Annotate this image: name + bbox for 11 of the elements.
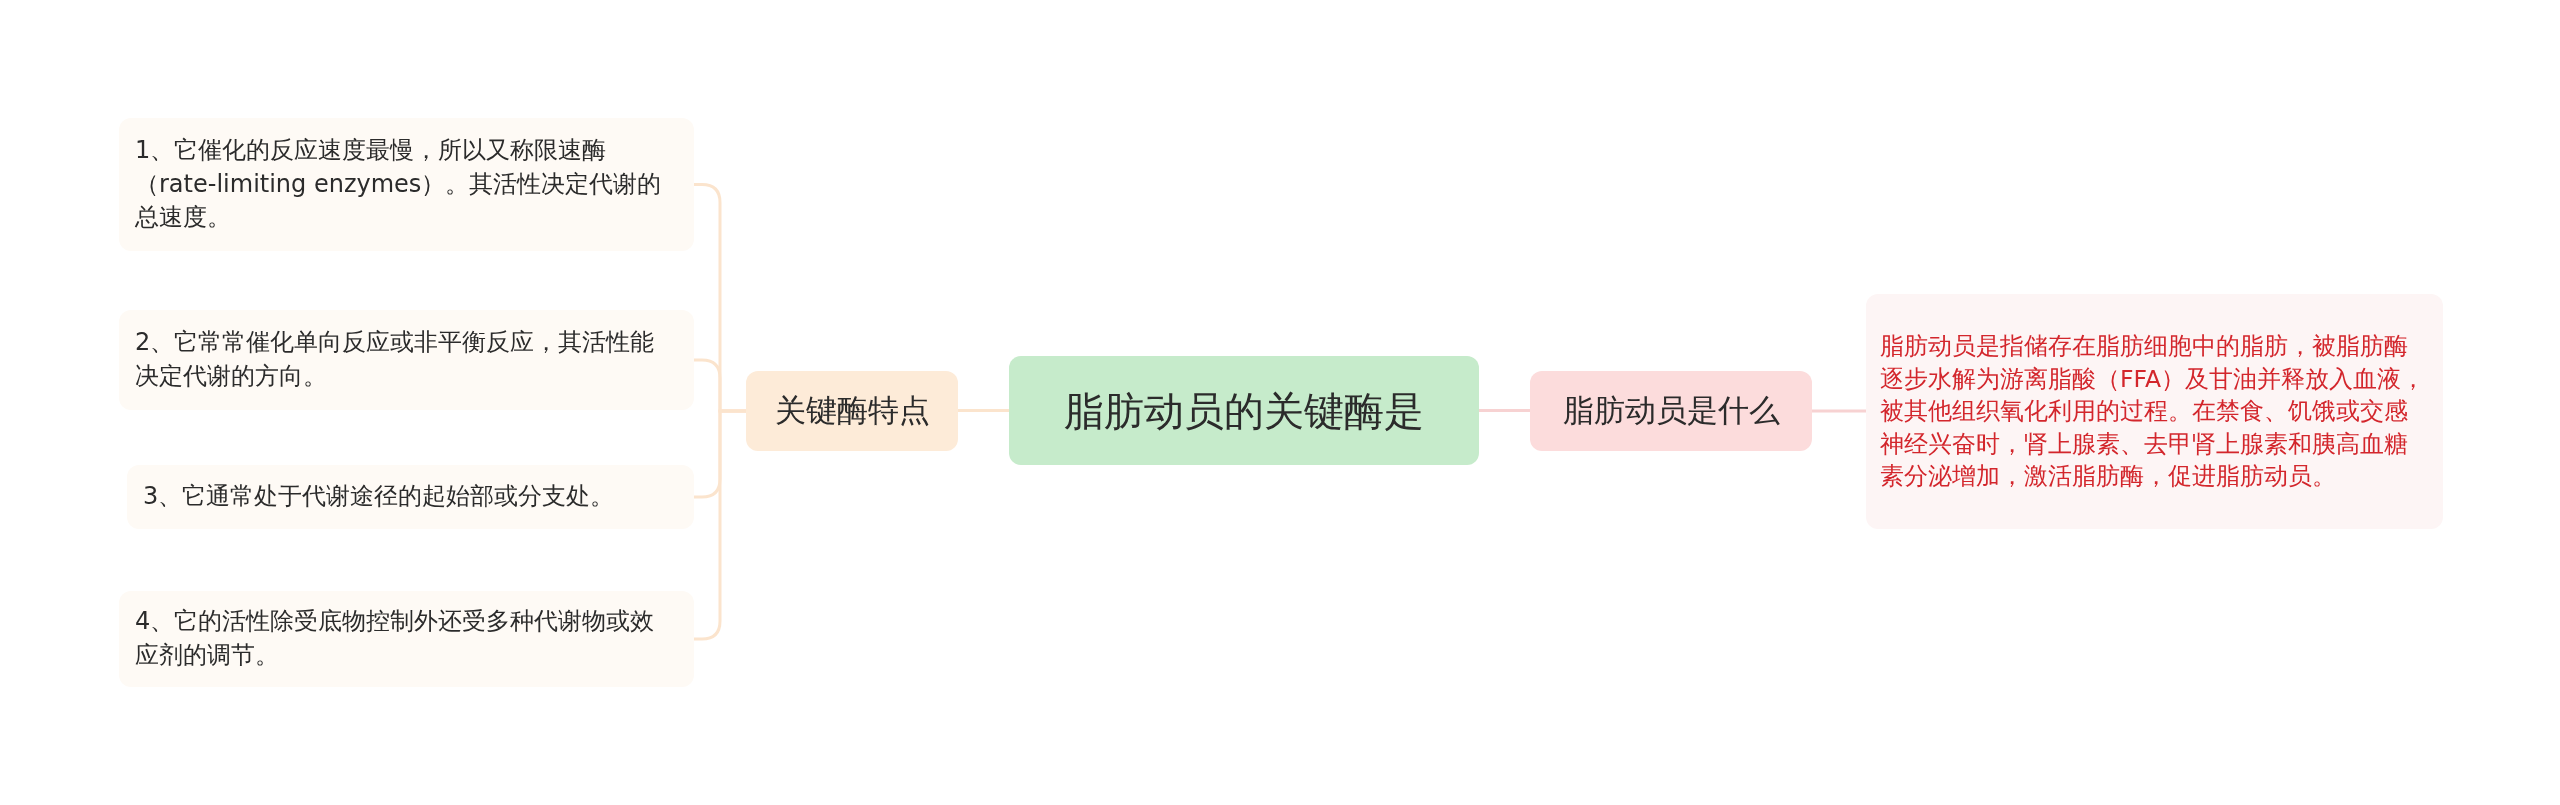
note-box: 3、它通常处于代谢途径的起始部或分支处。	[127, 465, 694, 529]
connector-line	[1479, 409, 1530, 412]
note-box: 脂肪动员是指储存在脂肪细胞中的脂肪，被脂肪酶逐步水解为游离脂酸（FFA）及甘油并释放入血液，被其他组织氧化利用的过程。在禁食、饥饿或交感神经兴奋时，肾上腺素、去甲肾上腺素和胰高血糖素分泌增加，激活脂肪酶，促进脂肪动员。	[1866, 294, 2443, 529]
connector-line	[958, 409, 1009, 412]
note-box: 2、它常常催化单向反应或非平衡反应，其活性能决定代谢的方向。	[119, 310, 694, 410]
topic-box: 脂肪动员的关键酶是	[1009, 356, 1479, 465]
connector-line	[1812, 409, 1866, 413]
note-box: 4、它的活性除受底物控制外还受多种代谢物或效应剂的调节。	[119, 591, 694, 687]
branch-box: 关键酶特点	[746, 371, 958, 451]
note-box: 1、它催化的反应速度最慢，所以又称限速酶（rate-limiting enzymes）。其活性决定代谢的总速度。	[119, 118, 694, 251]
branch-box: 脂肪动员是什么	[1530, 371, 1812, 451]
